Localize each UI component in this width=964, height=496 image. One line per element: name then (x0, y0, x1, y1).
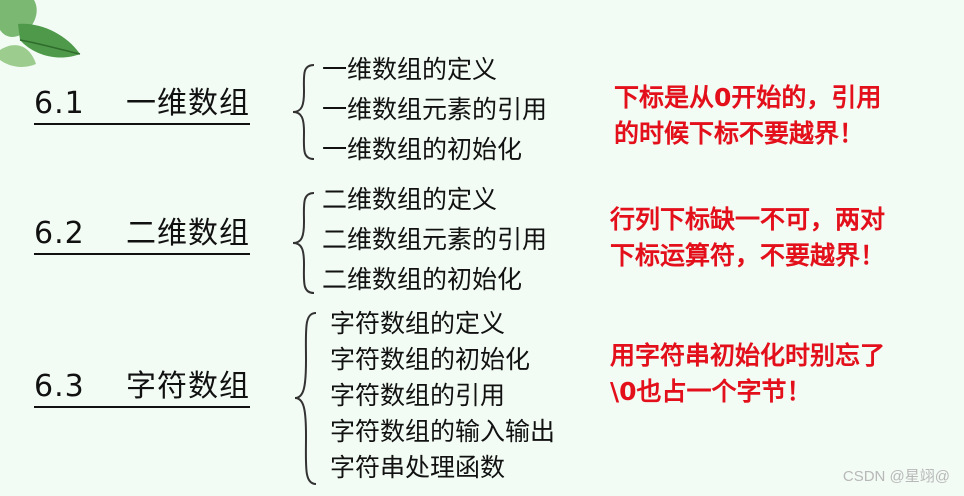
list-item: 一维数组元素的引用 (322, 95, 548, 124)
curly-brace-icon (292, 64, 315, 160)
list-item: 字符数组的引用 (330, 381, 506, 410)
note-line: \0也占一个字节！ (610, 377, 812, 406)
section-title: 6.1 一维数组 (34, 86, 250, 125)
section-number: 6.1 (34, 86, 85, 121)
item-list: 二维数组的定义 二维数组元素的引用 二维数组的初始化 (322, 180, 547, 300)
note-text: 行列下标缺一不可，两对 下标运算符，不要越界！ (610, 202, 885, 274)
note-line: 行列下标缺一不可，两对 (610, 205, 886, 234)
list-item: 二维数组元素的引用 (322, 225, 548, 254)
section-title: 6.3 字符数组 (34, 369, 250, 408)
list-item: 字符数组的初始化 (330, 345, 531, 374)
curly-brace-icon (292, 192, 315, 294)
note-text: 下标是从0开始的，引用 的时候下标不要越界！ (614, 80, 881, 152)
section-title: 6.2 二维数组 (34, 216, 250, 255)
watermark: CSDN @星翊@ (842, 468, 950, 485)
list-item: 字符数组的输入输出 (330, 417, 556, 446)
curly-brace-icon (294, 312, 317, 485)
note-line: 用字符串初始化时别忘了 (610, 341, 886, 370)
note-line: 的时候下标不要越界！ (614, 119, 865, 148)
list-item: 字符数组的定义 (330, 309, 506, 338)
list-item: 二维数组的定义 (322, 185, 498, 214)
list-item: 一维数组的定义 (322, 55, 498, 84)
section-name: 一维数组 (126, 86, 250, 121)
section-name: 二维数组 (126, 216, 250, 251)
section-name: 字符数组 (126, 369, 250, 404)
item-list: 一维数组的定义 一维数组元素的引用 一维数组的初始化 (322, 50, 547, 170)
list-item: 二维数组的初始化 (322, 265, 523, 294)
item-list: 字符数组的定义 字符数组的初始化 字符数组的引用 字符数组的输入输出 字符串处理… (330, 306, 555, 486)
section-number: 6.3 (34, 369, 85, 404)
list-item: 字符串处理函数 (330, 453, 506, 482)
section-number: 6.2 (34, 216, 85, 251)
list-item: 一维数组的初始化 (322, 135, 523, 164)
leaf-decoration-icon (0, 0, 81, 67)
note-text: 用字符串初始化时别忘了 \0也占一个字节！ (610, 338, 885, 410)
note-line: 下标运算符，不要越界！ (610, 241, 886, 270)
note-line: 下标是从0开始的，引用 (614, 83, 882, 112)
